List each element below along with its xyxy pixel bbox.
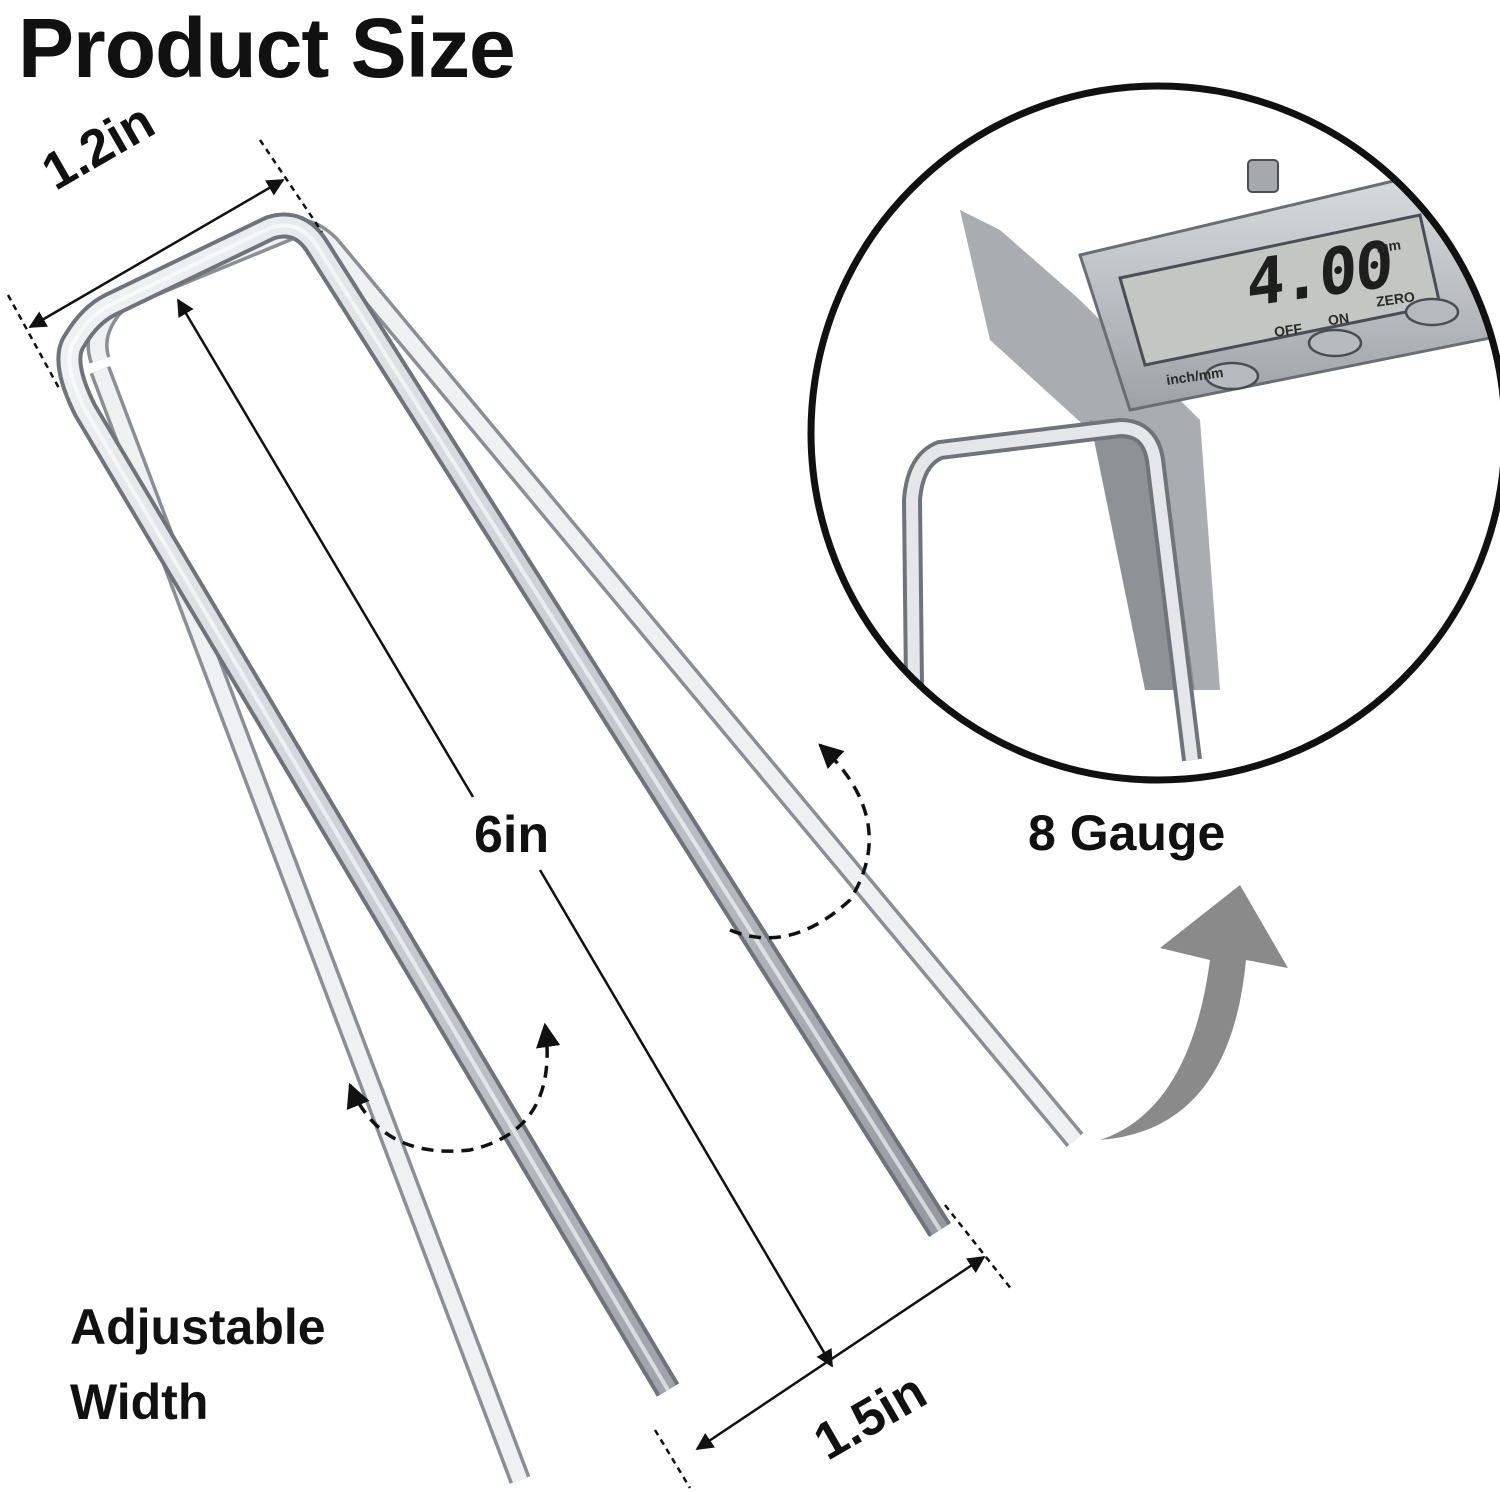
adjust-arrows [346, 743, 871, 1153]
caliper-unit: mm [1375, 236, 1402, 256]
adjustable-width-label: Adjustable Width [70, 1290, 326, 1440]
adjustable-line-2: Width [70, 1374, 209, 1430]
adjustable-line-1: Adjustable [70, 1299, 326, 1355]
dimension-lines [6, 139, 1013, 1489]
gauge-arrow [1100, 885, 1288, 1140]
gauge-label: 8 Gauge [1028, 805, 1226, 861]
caliper-on-label: ON [1326, 309, 1351, 329]
caliper-detail [807, 82, 1500, 784]
length-label: 6in [474, 806, 550, 864]
page-title: Product Size [18, 1, 516, 95]
